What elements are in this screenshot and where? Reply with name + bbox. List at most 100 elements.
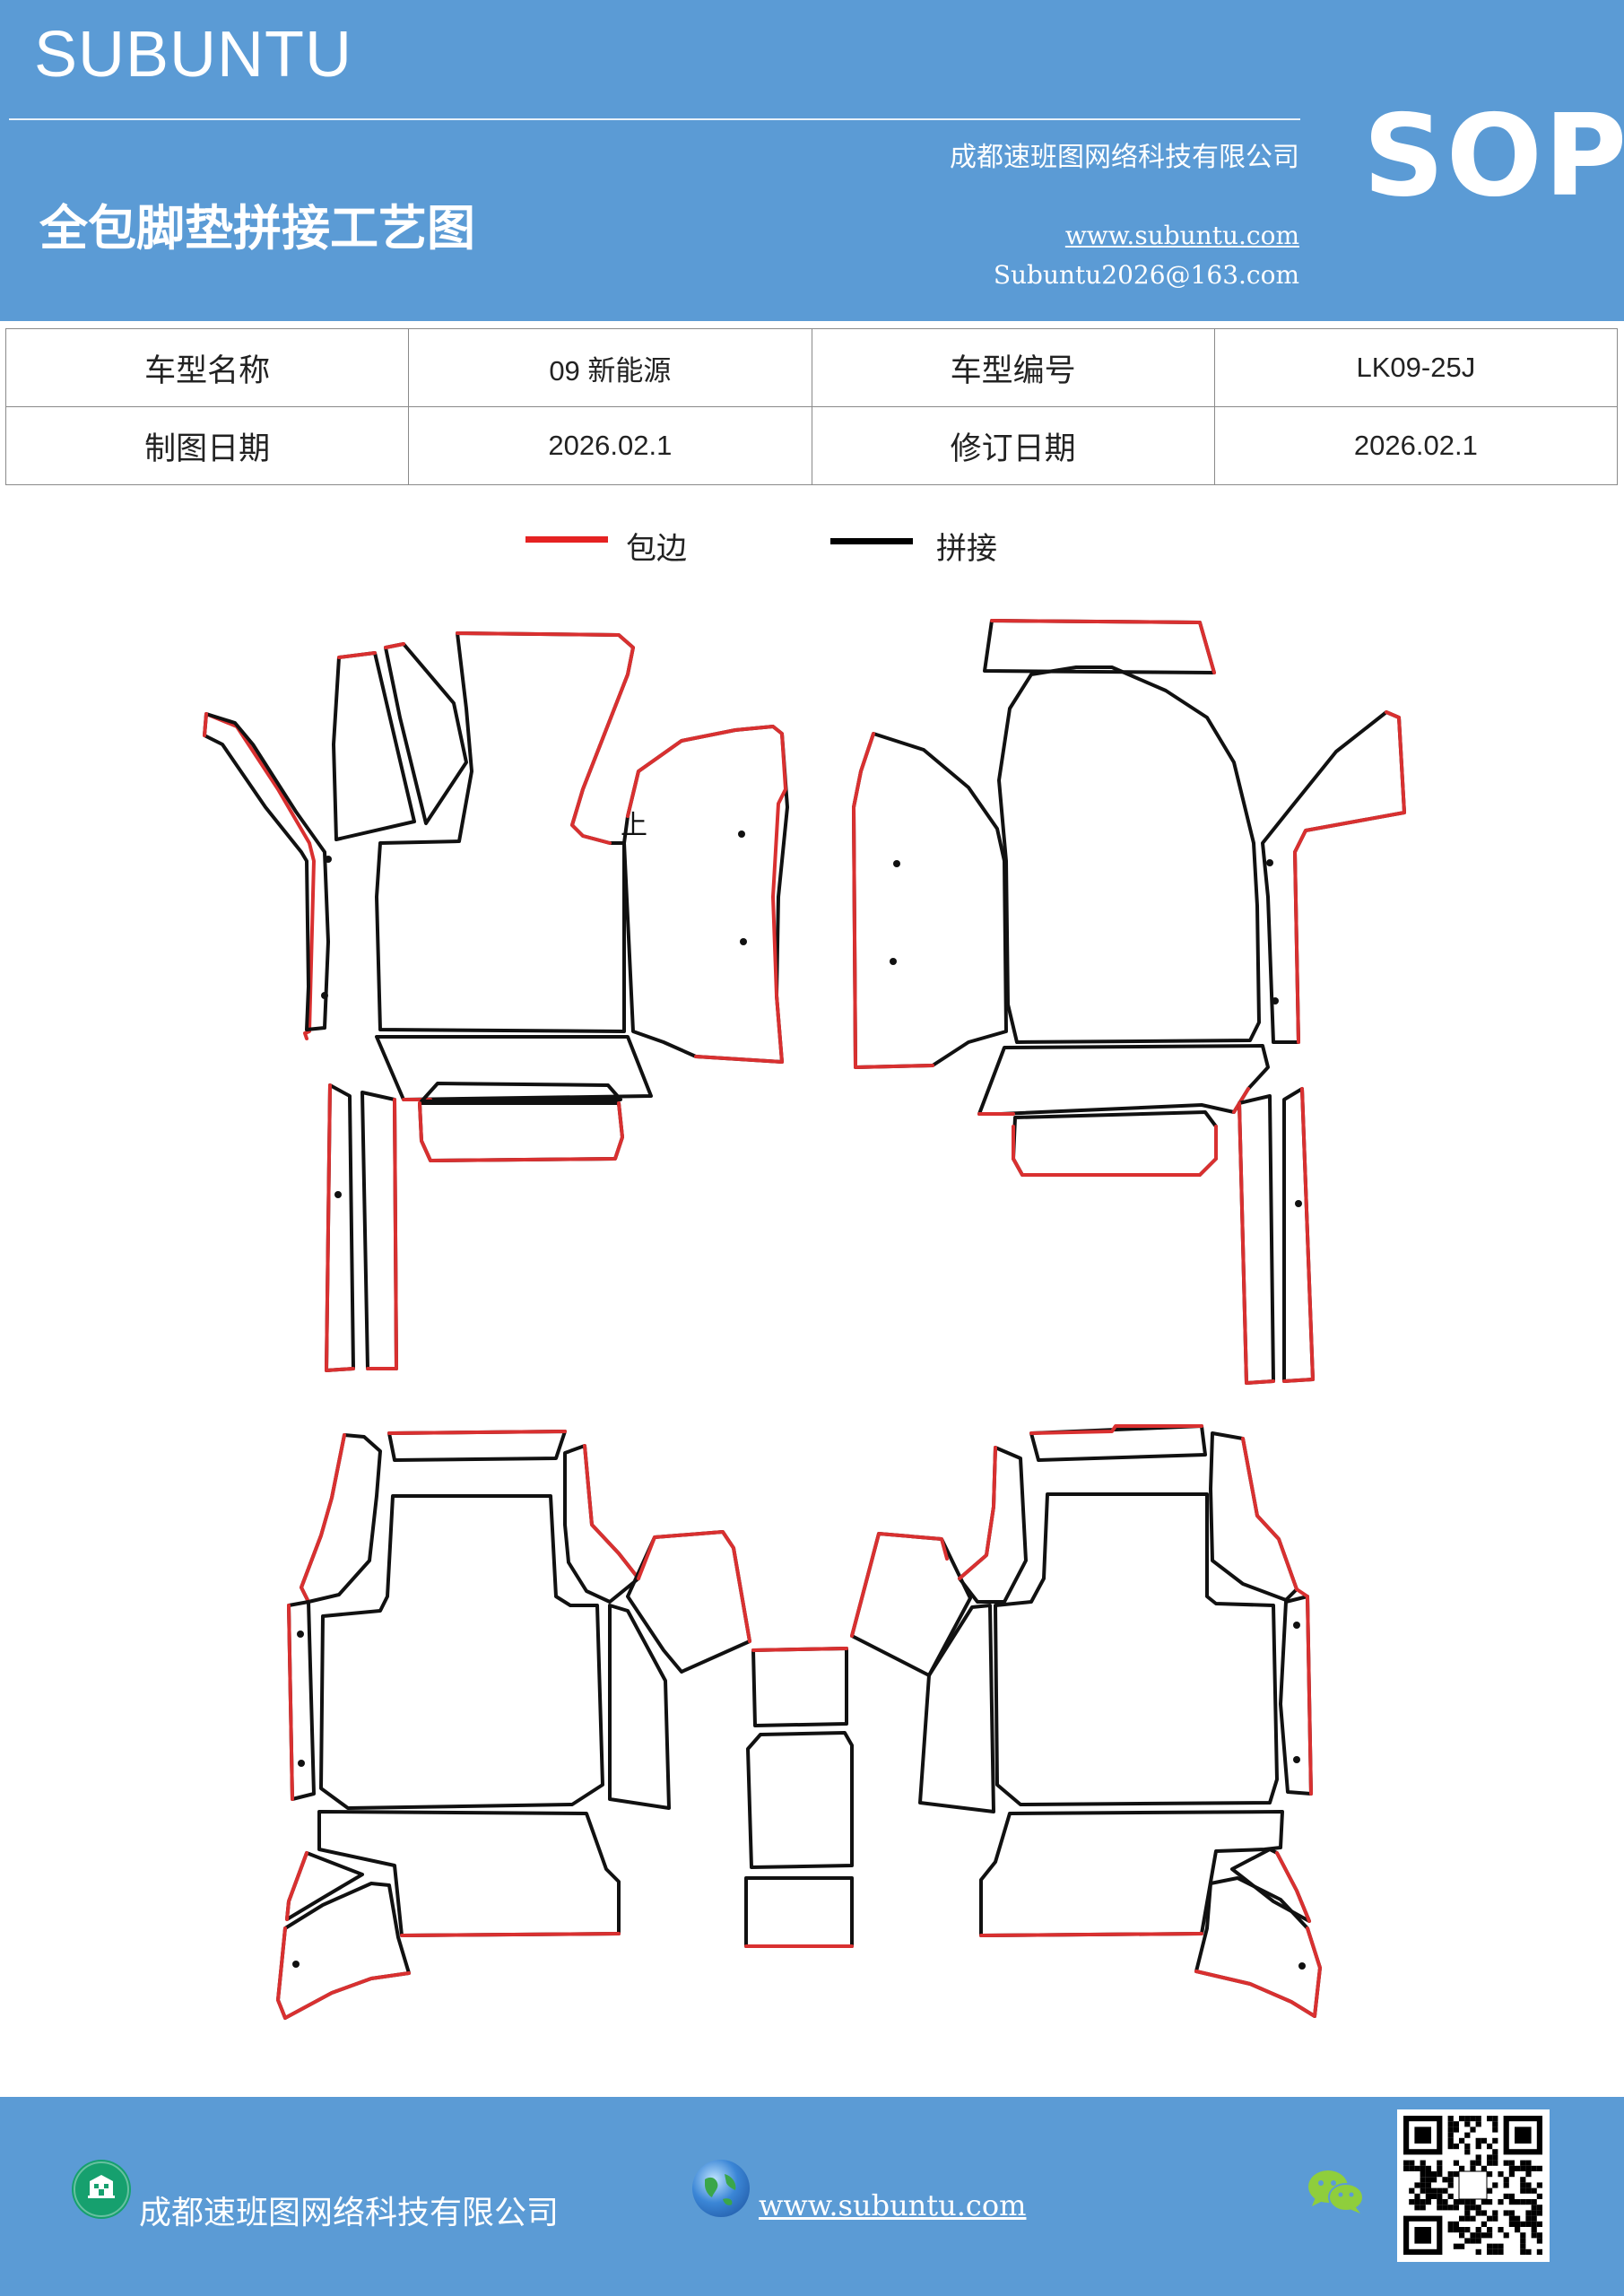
clip-hole	[297, 1631, 304, 1638]
clip-hole	[1266, 859, 1273, 866]
diagonal-pad	[626, 1530, 751, 1674]
side-piece	[1261, 710, 1406, 1044]
model-name-value: 09 新能源	[408, 328, 812, 407]
mat-edge	[1241, 1437, 1298, 1591]
rocker-strip	[360, 1091, 398, 1370]
center-piece	[746, 1731, 854, 1869]
table-row: 制图日期 2026.02.1 修订日期 2026.02.1	[4, 406, 1619, 485]
mat-edge	[204, 712, 316, 1040]
globe-icon	[692, 2160, 750, 2217]
mat-edge	[990, 619, 1216, 674]
mat-edge	[1029, 1424, 1203, 1435]
legend-label-seam: 拼接	[936, 531, 997, 567]
clip-hole	[738, 831, 745, 838]
mat-edge	[337, 651, 377, 659]
clip-hole	[1293, 1622, 1300, 1629]
mat-edge	[637, 1530, 751, 1643]
mat-edge	[979, 1932, 1203, 1937]
clip-hole	[298, 1760, 305, 1767]
mat-edge	[1293, 710, 1406, 1044]
side-strip	[1279, 1595, 1313, 1796]
rear-right-mat-group	[850, 1424, 1322, 2018]
wechat-icon[interactable]	[1305, 2165, 1368, 2222]
vehicle-info-table: 车型名称 09 新能源 车型编号 LK09-25J 制图日期 2026.02.1…	[4, 328, 1619, 485]
email-address[interactable]: Subuntu2026@163.com	[993, 260, 1299, 290]
side-strip	[918, 1604, 995, 1813]
mat-edge	[1012, 1125, 1218, 1177]
rear-trim-piece	[375, 1035, 653, 1101]
mat-edge	[1295, 1587, 1313, 1796]
mat-edge	[1238, 1101, 1275, 1385]
clip-hole	[740, 938, 747, 945]
mat-edge	[852, 732, 934, 1069]
diagonal-pad	[850, 1532, 972, 1677]
mat-edge	[366, 1098, 398, 1370]
clip-hole	[321, 992, 328, 999]
rear-main-piece	[994, 1492, 1279, 1806]
footer-company-name: 成都速班图网络科技有限公司	[139, 2195, 560, 2231]
legend-swatch-seam	[830, 538, 913, 544]
mat-edge	[626, 725, 787, 1064]
corner-piece	[563, 1444, 640, 1604]
bottom-piece	[317, 1810, 621, 1937]
sop-badge: SOP	[1363, 90, 1624, 222]
mat-edge	[958, 1446, 997, 1580]
revision-date-label: 修订日期	[811, 406, 1215, 485]
mat-edge	[1282, 1087, 1315, 1383]
top-trim-piece	[983, 619, 1216, 674]
mat-edge	[583, 1444, 640, 1580]
front-left-mat-group: 上	[203, 631, 789, 1372]
rear-trim-piece	[977, 1044, 1270, 1116]
model-code-value: LK09-25J	[1213, 328, 1619, 407]
clip-hole	[1272, 997, 1279, 1004]
mat-edge	[456, 631, 635, 845]
model-code-label: 车型编号	[811, 328, 1215, 407]
clip-hole	[893, 860, 900, 867]
top-trim-piece	[387, 1430, 567, 1462]
clip-hole	[1295, 1200, 1302, 1207]
mat-edge	[850, 1532, 949, 1638]
rear-left-mat-group	[276, 1430, 751, 2020]
clip-hole	[1298, 1962, 1306, 1970]
wheel-arch-piece	[276, 1882, 411, 2020]
mat-edge	[1194, 1926, 1322, 2018]
front-right-mat-group	[852, 619, 1406, 1385]
mat-edge	[387, 1430, 567, 1435]
clip-hole	[1293, 1756, 1300, 1763]
table-row: 车型名称 09 新能源 车型编号 LK09-25J	[4, 328, 1619, 407]
mat-edge	[384, 642, 405, 649]
wheel-arch-piece	[1230, 1848, 1311, 1923]
floor-mat-diagram: .k { stroke:#111; stroke-width:4; fill:n…	[203, 619, 1406, 2020]
legend-swatch-binding	[525, 536, 608, 543]
panel-piece	[332, 651, 416, 841]
corner-piece	[1209, 1431, 1298, 1602]
header-banner: SUBUNTU 成都速班图网络科技有限公司 全包脚垫拼接工艺图 www.subu…	[0, 0, 1624, 321]
qr-code[interactable]	[1397, 2109, 1550, 2262]
rear-trim-piece	[420, 1082, 622, 1103]
mat-edge	[400, 1932, 621, 1937]
website-link[interactable]: www.subuntu.com	[1064, 221, 1299, 250]
driver-main-piece	[375, 631, 635, 1033]
rear-trim-piece	[418, 1101, 624, 1162]
side-piece	[852, 732, 1008, 1069]
side-strip	[608, 1604, 671, 1810]
center-piece	[751, 1647, 848, 1727]
clip-hole	[890, 958, 897, 965]
mat-edge	[325, 1083, 355, 1372]
mat-edge	[418, 1101, 624, 1162]
mat-edge	[276, 1926, 411, 2020]
mat-edge	[203, 712, 208, 737]
company-name: 成都速班图网络科技有限公司	[950, 142, 1299, 173]
brand-name: SUBUNTU	[34, 19, 353, 91]
mat-edge	[300, 1433, 346, 1604]
mat-edge	[1275, 1851, 1311, 1923]
mat-edge	[751, 1647, 848, 1652]
clip-hole	[292, 1961, 300, 1968]
mat-edge	[977, 1087, 1250, 1116]
clip-hole	[334, 1191, 342, 1198]
mat-edge	[285, 1851, 308, 1921]
wheel-arch-piece	[285, 1851, 364, 1921]
drawing-date-value: 2026.02.1	[408, 406, 812, 485]
footer-website-link[interactable]: www.subuntu.com	[759, 2188, 1027, 2222]
drawing-date-label: 制图日期	[4, 406, 410, 485]
